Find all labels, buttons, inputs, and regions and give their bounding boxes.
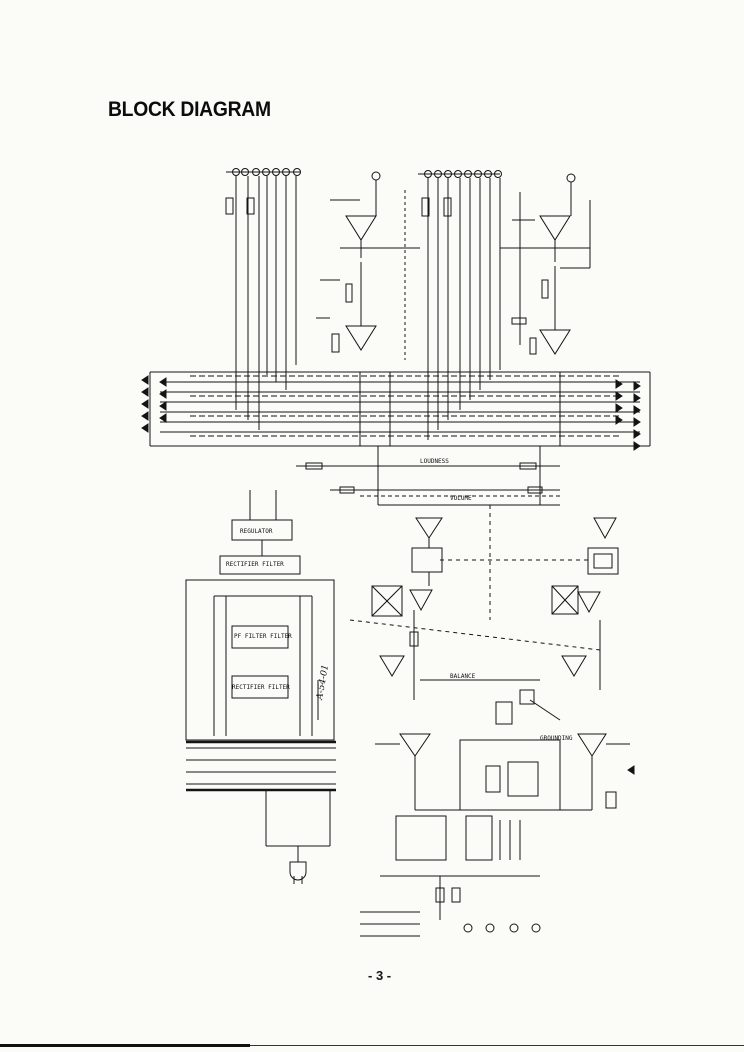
rectifier-filter-label: RECTIFIER FILTER	[226, 561, 284, 568]
indicator-leds-right	[615, 379, 641, 451]
loudness-volume-pots	[296, 446, 560, 506]
footer-rule-thin	[250, 1045, 744, 1046]
input-jacks-right	[418, 170, 502, 178]
power-supply	[185, 490, 336, 884]
rectifier-filter-2-label: RECTIFIER FILTER	[232, 684, 290, 691]
pf-filter-label: PF FILTER FILTER	[234, 633, 292, 640]
power-amp-right	[577, 733, 630, 810]
loudness-label: LOUDNESS	[420, 458, 449, 465]
input-jacks-left	[226, 168, 301, 176]
page-number: - 3 -	[368, 968, 392, 983]
tone-amp-left	[371, 517, 443, 617]
tone-amp-right	[551, 517, 619, 615]
phono-eq-amp-right	[500, 182, 591, 355]
handwritten-annotation: A-54-01	[315, 664, 331, 702]
grounding-label: GROUNDING	[540, 735, 573, 742]
signal-lines-right	[421, 178, 501, 440]
driver-amps	[379, 610, 601, 725]
phono-eq-amp-left	[316, 180, 420, 353]
indicator-leds-left	[141, 375, 167, 433]
volume-label: VOLUME	[450, 495, 472, 502]
regulator-label: REGULATOR	[240, 528, 273, 535]
speaker-relay-block	[360, 815, 541, 937]
balance-label: BALANCE	[450, 673, 476, 680]
protection-block	[415, 739, 635, 811]
power-amp-left	[375, 733, 431, 810]
signal-lines-left	[225, 176, 297, 430]
page-title: BLOCK DIAGRAM	[108, 98, 271, 121]
footer-rule	[0, 1044, 250, 1047]
selector-switch-bank	[149, 371, 651, 447]
